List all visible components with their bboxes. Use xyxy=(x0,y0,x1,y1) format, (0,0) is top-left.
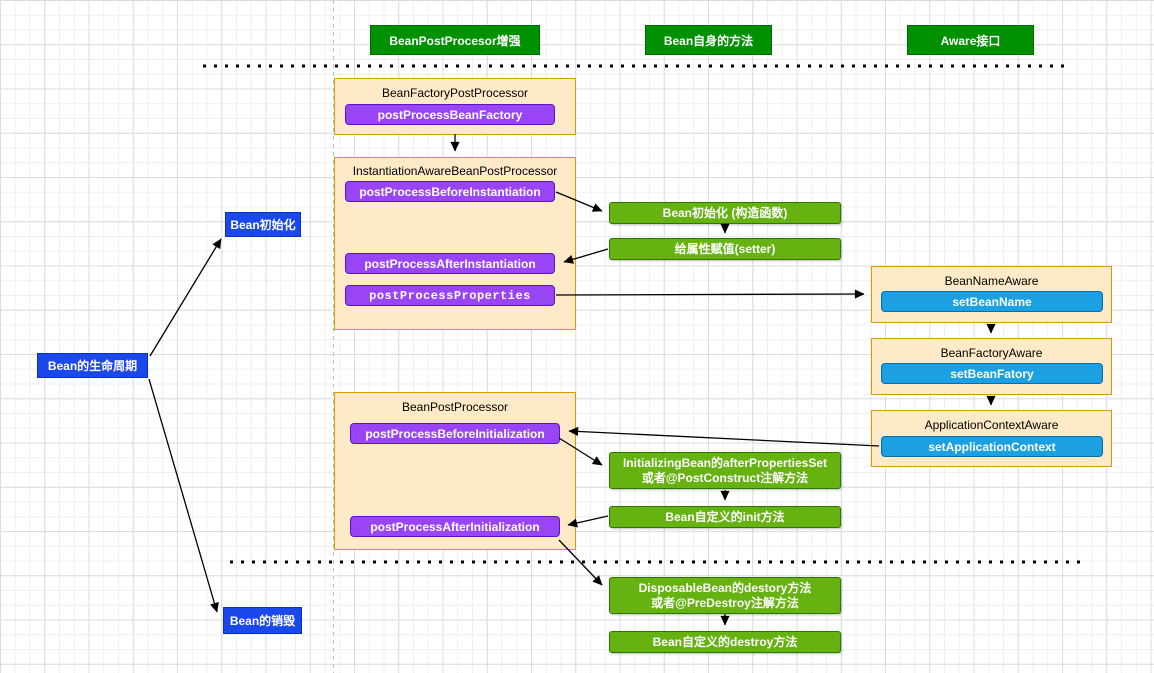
step-label: 给属性赋值(setter) xyxy=(674,241,776,256)
container-title: ApplicationContextAware xyxy=(924,418,1059,432)
method-label: postProcessAfterInitialization xyxy=(370,519,540,534)
step-property-setter[interactable]: 给属性赋值(setter) xyxy=(609,238,841,260)
method-postProcessAfterInitialization[interactable]: postProcessAfterInitialization xyxy=(350,516,560,537)
method-label: setApplicationContext xyxy=(928,439,1056,454)
arrow-lifecycle-to-init xyxy=(149,238,222,357)
method-postProcessAfterInstantiation[interactable]: postProcessAfterInstantiation xyxy=(345,253,555,274)
step-label-line1: InitializingBean的afterPropertiesSet xyxy=(622,455,828,470)
header-label: Bean自身的方法 xyxy=(663,33,754,48)
header-label: Aware接口 xyxy=(940,33,1001,48)
method-label: setBeanName xyxy=(952,294,1032,309)
header-beanpostprocessor-enhance[interactable]: BeanPostProcesor增强 xyxy=(370,25,540,55)
step-custom-destroy-method[interactable]: Bean自定义的destroy方法 xyxy=(609,631,841,653)
step-afterpropertiesset[interactable]: InitializingBean的afterPropertiesSet 或者@P… xyxy=(609,452,841,489)
method-label: setBeanFatory xyxy=(950,366,1034,381)
header-aware-interface[interactable]: Aware接口 xyxy=(907,25,1034,55)
method-label: postProcessProperties xyxy=(369,288,531,303)
header-label: BeanPostProcesor增强 xyxy=(389,33,521,48)
step-custom-init-method[interactable]: Bean自定义的init方法 xyxy=(609,506,841,528)
step-label: Bean自定义的destroy方法 xyxy=(652,634,798,649)
step-label-line1: DisposableBean的destory方法 xyxy=(638,580,812,595)
method-label: postProcessAfterInstantiation xyxy=(364,256,536,271)
step-disposablebean-destroy[interactable]: DisposableBean的destory方法 或者@PreDestroy注解… xyxy=(609,577,841,614)
method-postProcessBeforeInstantiation[interactable]: postProcessBeforeInstantiation xyxy=(345,181,555,202)
node-bean-destroy[interactable]: Bean的销毁 xyxy=(223,607,302,634)
step-label: Bean初始化 (构造函数) xyxy=(662,205,788,220)
step-label-line2: 或者@PostConstruct注解方法 xyxy=(641,470,809,485)
method-label: postProcessBeforeInstantiation xyxy=(359,184,541,199)
node-bean-init[interactable]: Bean初始化 xyxy=(225,212,301,237)
method-setBeanFatory[interactable]: setBeanFatory xyxy=(881,363,1103,384)
node-label: Bean初始化 xyxy=(230,218,296,232)
arrow-setapplicationcontext-to-beforeinitialization xyxy=(568,426,880,447)
step-label: Bean自定义的init方法 xyxy=(665,509,785,524)
method-label: postProcessBeforeInitialization xyxy=(365,426,545,441)
arrow-lifecycle-to-destroy xyxy=(148,378,219,613)
container-title: BeanPostProcessor xyxy=(401,400,509,414)
method-setApplicationContext[interactable]: setApplicationContext xyxy=(881,436,1103,457)
container-title: BeanFactoryPostProcessor xyxy=(381,86,529,100)
method-postProcessBeforeInitialization[interactable]: postProcessBeforeInitialization xyxy=(350,423,560,444)
node-label: Bean的销毁 xyxy=(229,614,296,628)
method-postProcessBeanFactory[interactable]: postProcessBeanFactory xyxy=(345,104,555,125)
container-title: BeanFactoryAware xyxy=(940,346,1043,360)
container-title: InstantiationAwareBeanPostProcessor xyxy=(352,164,558,178)
header-bean-own-methods[interactable]: Bean自身的方法 xyxy=(645,25,772,55)
step-label-line2: 或者@PreDestroy注解方法 xyxy=(651,595,799,610)
method-postProcessProperties[interactable]: postProcessProperties xyxy=(345,285,555,306)
step-constructor-init[interactable]: Bean初始化 (构造函数) xyxy=(609,202,841,224)
method-setBeanName[interactable]: setBeanName xyxy=(881,291,1103,312)
method-label: postProcessBeanFactory xyxy=(377,107,523,122)
node-label: Bean的生命周期 xyxy=(47,359,138,373)
container-title: BeanNameAware xyxy=(944,274,1039,288)
arrow-postprocessproperties-to-beannameaware xyxy=(555,289,865,299)
node-bean-lifecycle-root[interactable]: Bean的生命周期 xyxy=(37,353,148,378)
